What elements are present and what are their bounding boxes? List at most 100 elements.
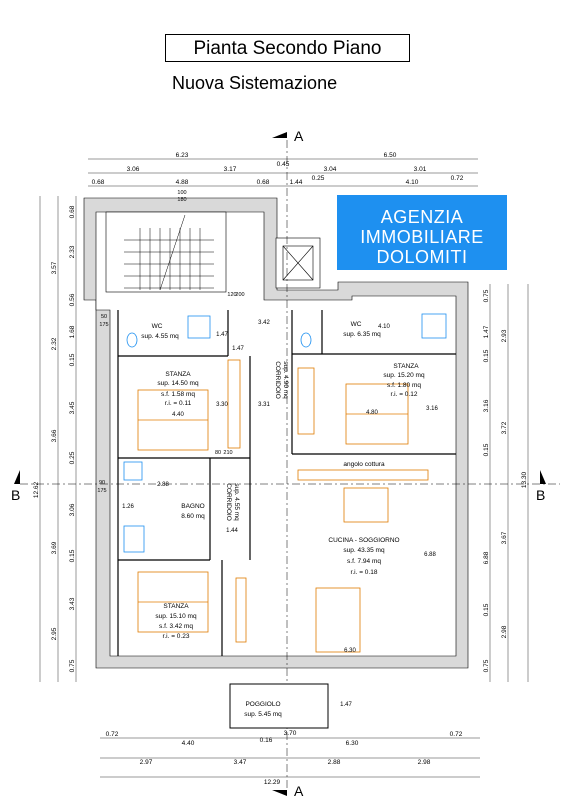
poggiolo-name: POGGIOLO <box>245 701 280 708</box>
section-b-left: B <box>11 487 20 503</box>
dim-top-068a: 0.68 <box>92 179 105 186</box>
stanza2-ri: r.i. = 0.12 <box>391 391 418 398</box>
dim-right-075b: 0.75 <box>483 659 490 672</box>
dim-int-147b: 1.47 <box>216 332 228 338</box>
cucina-name: CUCINA - SOGGIORNO <box>328 537 399 544</box>
dim-top-317: 3.17 <box>224 166 237 173</box>
dim-int-331: 3.31 <box>258 402 270 408</box>
wc2-name: WC <box>351 321 362 328</box>
open-175b: 175 <box>99 322 108 328</box>
angolo-name: angolo cottura <box>343 461 385 468</box>
arrow-a-bottom-icon <box>272 790 287 796</box>
dim-left-366: 3.66 <box>51 429 58 442</box>
dim-top-045: 0.45 <box>277 161 290 168</box>
dim-int-144: 1.44 <box>226 528 238 534</box>
agency-line2: IMMOBILIARE <box>360 227 484 247</box>
corridoio1-name: CORRIDOIO <box>274 361 281 399</box>
dim-int-342: 3.42 <box>258 320 270 326</box>
dim-int-410: 4.10 <box>378 324 390 330</box>
dim-right-015b: 0.15 <box>483 443 490 456</box>
section-arrows <box>14 132 546 796</box>
plan-subtitle: Nuova Sistemazione <box>172 73 338 93</box>
corridoio2-area: sup. 4.55 mq <box>233 483 240 521</box>
dim-top-623: 6.23 <box>176 152 189 159</box>
wc1-name: WC <box>152 323 163 330</box>
arrow-b-left-icon <box>14 470 20 484</box>
dim-int-126: 1.26 <box>122 504 134 510</box>
dim-left-306: 3.06 <box>69 503 76 516</box>
dim-left-357: 3.57 <box>51 261 58 274</box>
dim-right-1330: 13.30 <box>521 471 528 488</box>
stanza2-area: sup. 15.20 mq <box>383 372 425 379</box>
dim-right-688: 6.88 <box>483 551 490 564</box>
dim-bot-072a: 0.72 <box>106 731 119 738</box>
dim-bot-370: 3.70 <box>284 730 297 737</box>
stanza3-area: sup. 15.10 mq <box>155 613 197 620</box>
dim-bot-297: 2.97 <box>140 759 153 766</box>
wc1-area: sup. 4.55 mq <box>141 333 179 340</box>
bagno-area: 8.60 mq <box>181 513 205 520</box>
dim-right-298: 2.98 <box>501 625 508 638</box>
open-210a: 210 <box>223 450 232 456</box>
dim-right-075a: 0.75 <box>483 289 490 302</box>
dim-int-147c: 1.47 <box>340 702 352 708</box>
dim-left-233: 2.33 <box>69 245 76 258</box>
stairs <box>124 214 214 291</box>
stanza3-ri: r.i. = 0.23 <box>163 633 190 640</box>
corridoio2-name: CORRIDOIO <box>225 483 232 521</box>
arrow-a-top-icon <box>272 132 287 138</box>
dim-left-015a: 0.15 <box>69 353 76 366</box>
dim-left-025: 0.25 <box>69 451 76 464</box>
dim-right-015a: 0.15 <box>483 349 490 362</box>
dim-left-232: 2.32 <box>51 337 58 350</box>
furniture <box>137 359 429 653</box>
open-50: 50 <box>101 314 107 320</box>
dim-top-650: 6.50 <box>384 152 397 159</box>
dim-top-025: 0.25 <box>312 175 325 182</box>
dim-top-304: 3.04 <box>324 166 337 173</box>
stanza2-sf: s.f. 1.80 mq <box>387 382 421 389</box>
section-b-right: B <box>536 487 545 503</box>
open-180a: 180 <box>177 197 186 203</box>
dim-bot-298: 2.98 <box>418 759 431 766</box>
section-a-bottom: A <box>294 783 304 799</box>
dim-right-015c: 0.15 <box>483 603 490 616</box>
cucina-ri: r.i. = 0.18 <box>351 569 378 576</box>
section-a-top: A <box>294 128 304 144</box>
arrow-b-right-icon <box>540 470 546 484</box>
dim-left-345: 3.45 <box>69 401 76 414</box>
dim-int-147a: 1.47 <box>232 346 244 352</box>
dim-int-330: 3.30 <box>216 402 228 408</box>
corridoio1-area: sup. 4.90 mq <box>282 361 289 399</box>
dim-right-147: 1.47 <box>483 325 490 338</box>
dim-int-316: 3.16 <box>426 406 438 412</box>
inner-space <box>95 211 457 657</box>
dim-int-630: 6.30 <box>344 648 356 654</box>
dim-left-369: 3.69 <box>51 541 58 554</box>
poggiolo-area: sup. 5.45 mq <box>244 711 282 718</box>
open-90a: 90 <box>99 480 105 486</box>
agency-line3: DOLOMITI <box>376 247 468 267</box>
stanza2-name: STANZA <box>393 363 419 370</box>
dim-top-488: 4.88 <box>176 179 189 186</box>
dim-right-316: 3.16 <box>483 399 490 412</box>
dim-top-144: 1.44 <box>290 179 303 186</box>
dim-top-068b: 0.68 <box>257 179 270 186</box>
dim-left-295: 2.95 <box>51 627 58 640</box>
cucina-area: sup. 43.35 mq <box>343 547 385 554</box>
dim-left-015b: 0.15 <box>69 549 76 562</box>
bagno-name: BAGNO <box>181 503 204 510</box>
agency-watermark: AGENZIA IMMOBILIARE DOLOMITI <box>337 195 507 270</box>
dim-bot-072b: 0.72 <box>450 731 463 738</box>
cucina-sf: s.f. 7.94 mq <box>347 558 381 565</box>
open-100a: 100 <box>177 190 186 196</box>
dim-left-068: 0.68 <box>69 205 76 218</box>
stanza3-sf: s.f. 3.42 mq <box>159 623 193 630</box>
dim-top-306: 3.06 <box>127 166 140 173</box>
dim-bot-347: 3.47 <box>234 759 247 766</box>
dim-left-075: 0.75 <box>69 659 76 672</box>
dim-int-480: 4.80 <box>366 410 378 416</box>
dim-left-1262: 12.62 <box>33 481 40 498</box>
partitions <box>117 310 456 656</box>
dimension-lines <box>39 158 529 778</box>
